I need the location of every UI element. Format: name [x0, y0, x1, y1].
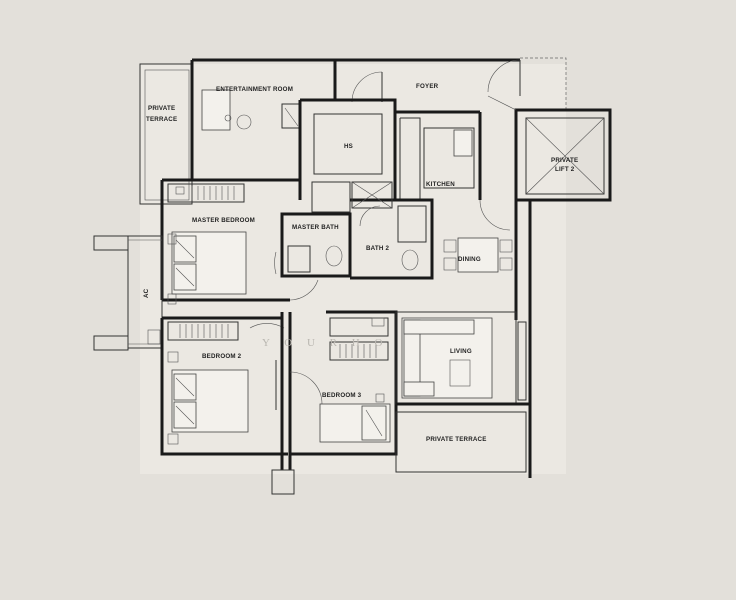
- label-kitchen: KITCHEN: [426, 181, 455, 188]
- label-private-lift: PRIVATE LIFT 2: [551, 157, 580, 173]
- label-ac: AC: [143, 288, 150, 298]
- master-bedroom-zone: [160, 178, 319, 305]
- label-foyer: FOYER: [416, 83, 439, 90]
- bedroom-3-zone: [290, 310, 398, 456]
- label-entertainment-room: ENTERTAINMENT ROOM: [216, 86, 293, 93]
- label-private-lift-l2: LIFT 2: [555, 166, 575, 173]
- label-master-bedroom: MASTER BEDROOM: [192, 217, 255, 224]
- label-private-terrace-top-l2: TERRACE: [146, 116, 177, 123]
- bedroom-2-zone: [160, 316, 288, 456]
- label-master-bath: MASTER BATH: [292, 224, 339, 231]
- bath-2-zone: [350, 181, 434, 280]
- label-hs: HS: [344, 143, 353, 150]
- foyer-zone: [335, 58, 521, 103]
- label-dining: DINING: [458, 256, 481, 263]
- kitchen-zone: [395, 110, 511, 231]
- entertainment-room-zone: [190, 58, 337, 180]
- label-bath-2: BATH 2: [366, 245, 389, 252]
- watermark: Y O U R H O: [262, 337, 388, 349]
- label-bedroom-3: BEDROOM 3: [322, 392, 362, 399]
- label-private-terrace-bottom: PRIVATE TERRACE: [426, 436, 487, 443]
- label-private-lift-l1: PRIVATE: [551, 157, 578, 164]
- label-living: LIVING: [450, 348, 472, 355]
- private-terrace-bottom-zone: [395, 402, 530, 473]
- master-bath-zone: [274, 181, 352, 278]
- private-lift-zone: [487, 95, 612, 202]
- label-private-terrace-top-l1: PRIVATE: [148, 105, 175, 112]
- label-private-terrace-top: PRIVATE TERRACE: [146, 105, 177, 123]
- dining-zone: [443, 237, 513, 273]
- wardrobe-hall: [271, 312, 323, 495]
- living-zone: [395, 311, 517, 405]
- label-bedroom-2: BEDROOM 2: [202, 353, 242, 360]
- ac-ledge-zone: [93, 235, 163, 351]
- hs-zone: [298, 98, 397, 200]
